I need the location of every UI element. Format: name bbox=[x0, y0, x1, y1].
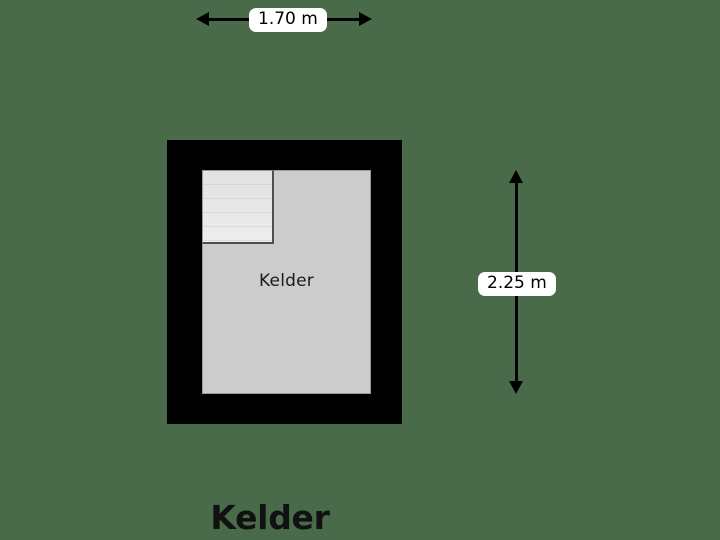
room-name-label: Kelder bbox=[259, 271, 314, 291]
arrow-up-icon bbox=[509, 170, 523, 183]
arrow-down-icon bbox=[509, 381, 523, 394]
width-dimension-label: 1.70 m bbox=[249, 8, 327, 32]
arrow-left-icon bbox=[196, 12, 209, 26]
height-dimension-label: 2.25 m bbox=[478, 272, 556, 296]
staircase-icon bbox=[202, 170, 274, 244]
arrow-right-icon bbox=[359, 12, 372, 26]
floor-title: Kelder bbox=[210, 498, 330, 537]
